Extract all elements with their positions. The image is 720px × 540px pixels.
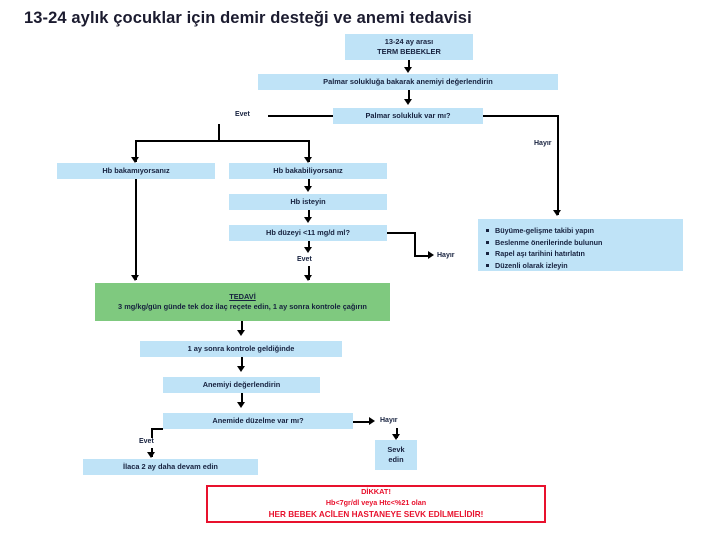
edge-pallor-yes-arrow-left bbox=[131, 157, 139, 163]
edge-improve-no-v bbox=[396, 428, 398, 438]
edge-assess-pallorq-arrow bbox=[404, 99, 412, 105]
node-advice-followup: Büyüme-gelişme takibi yapın Beslenme öne… bbox=[478, 219, 683, 271]
edge-hbavail-order-arrow bbox=[304, 186, 312, 192]
edge-improve-no-arrow2 bbox=[392, 434, 400, 440]
advice-bullet-monitor: Düzenli olarak izleyin bbox=[486, 260, 675, 272]
edge-order-hblevel-arrow bbox=[304, 217, 312, 223]
edge-treatment-followup-line bbox=[241, 321, 243, 333]
node-pallor-question: Palmar solukluk var mı? bbox=[333, 108, 483, 124]
edge-hb-yes-v2 bbox=[308, 266, 310, 280]
page-title: 13-24 aylık çocuklar için demir desteği … bbox=[24, 9, 472, 27]
warning-heading: DİKKAT! bbox=[361, 487, 391, 497]
edge-hbavail-order-line bbox=[308, 179, 310, 189]
edge-improve-yes-h bbox=[151, 428, 163, 430]
edge-hb-yes-arrow2 bbox=[304, 275, 312, 281]
edge-pallor-yes-v-left bbox=[135, 140, 137, 162]
edge-start-assess-arrow bbox=[404, 67, 412, 73]
node-improvement-question: Anemide düzelme var mı? bbox=[163, 413, 353, 429]
node-followup-visit: 1 ay sonra kontrole geldiğinde bbox=[140, 341, 342, 357]
edge-hb-yes-v1 bbox=[308, 241, 310, 250]
edge-pallor-no-v bbox=[557, 115, 559, 215]
edge-pallor-no-arrow bbox=[553, 210, 561, 216]
edge-pallor-yes-v-right bbox=[308, 140, 310, 162]
advice-bullet-nutrition: Beslenme önerilerinde bulunun bbox=[486, 237, 675, 249]
node-reassess-anemia: Anemiyi değerlendirin bbox=[163, 377, 320, 393]
node-refer: Sevk edin bbox=[375, 440, 417, 470]
edge-label-improve-no: Hayır bbox=[380, 417, 398, 424]
node-hb-level-question: Hb düzeyi <11 mg/d ml? bbox=[229, 225, 387, 241]
edge-pallor-yes-arrow-right bbox=[304, 157, 312, 163]
edge-start-assess-line bbox=[408, 60, 410, 70]
edge-followup-reassess-arrow bbox=[237, 366, 245, 372]
node-start-line2: TERM BEBEKLER bbox=[377, 47, 441, 56]
edge-improve-yes-v1 bbox=[151, 428, 153, 438]
edge-pallor-yes-v-stub bbox=[218, 124, 220, 140]
node-hb-available: Hb bakabiliyorsanız bbox=[229, 163, 387, 179]
advice-bullet-vaccine: Rapel aşı tarihini hatırlatın bbox=[486, 248, 675, 260]
edge-assess-pallorq-line bbox=[408, 90, 410, 102]
advice-bullet-list: Büyüme-gelişme takibi yapın Beslenme öne… bbox=[484, 225, 675, 272]
node-refer-line2: edin bbox=[388, 455, 404, 464]
edge-treatment-followup-arrow bbox=[237, 330, 245, 336]
edge-label-hb-yes: Evet bbox=[297, 256, 312, 263]
edge-followup-reassess-line bbox=[241, 357, 243, 369]
edge-label-pallor-no: Hayır bbox=[534, 140, 552, 147]
node-order-hb: Hb isteyin bbox=[229, 194, 387, 210]
node-assess-pallor: Palmar solukluğa bakarak anemiyi değerle… bbox=[258, 74, 558, 90]
edge-hb-no-h2 bbox=[414, 255, 430, 257]
edge-hbunavail-treatment-line bbox=[135, 179, 137, 280]
treatment-heading: TEDAVİ bbox=[229, 292, 256, 302]
node-refer-line1: Sevk bbox=[387, 445, 405, 455]
edge-reassess-improve-arrow bbox=[237, 402, 245, 408]
edge-hb-yes-arrow1 bbox=[304, 247, 312, 253]
edge-hb-no-h1 bbox=[387, 232, 415, 234]
node-continue-treatment: İlaca 2 ay daha devam edin bbox=[83, 459, 258, 475]
edge-pallor-yes-h1 bbox=[268, 115, 333, 117]
warning-action: HER BEBEK ACİLEN HASTANEYE SEVK EDİLMELİ… bbox=[268, 509, 484, 519]
node-treatment: TEDAVİ 3 mg/kg/gün günde tek doz ilaç re… bbox=[95, 283, 390, 321]
edge-hb-no-arrow bbox=[428, 251, 434, 259]
edge-label-improve-yes: Evet bbox=[139, 438, 154, 445]
warning-criteria: Hb<7gr/dl veya Htc<%21 olan bbox=[325, 498, 427, 508]
edge-pallor-no-h bbox=[483, 115, 558, 117]
edge-label-hb-no: Hayır bbox=[437, 252, 455, 259]
node-hb-unavailable: Hb bakamıyorsanız bbox=[57, 163, 215, 179]
edge-pallor-yes-h2 bbox=[135, 140, 310, 142]
edge-improve-yes-arrow bbox=[147, 452, 155, 458]
warning-box: DİKKAT! Hb<7gr/dl veya Htc<%21 olan HER … bbox=[206, 485, 546, 523]
edge-order-hblevel-line bbox=[308, 210, 310, 220]
edge-improve-no-arrow bbox=[369, 417, 375, 425]
treatment-body: 3 mg/kg/gün günde tek doz ilaç reçete ed… bbox=[118, 302, 367, 311]
edge-hbunavail-treatment-arrow bbox=[131, 275, 139, 281]
advice-bullet-growth: Büyüme-gelişme takibi yapın bbox=[486, 225, 675, 237]
edge-hb-no-v bbox=[414, 232, 416, 256]
node-start: 13-24 ay arası TERM BEBEKLER bbox=[345, 34, 473, 60]
edge-reassess-improve-line bbox=[241, 393, 243, 405]
node-start-line1: 13-24 ay arası bbox=[384, 37, 434, 47]
edge-label-pallor-yes: Evet bbox=[235, 111, 250, 118]
edge-improve-no-h bbox=[353, 421, 371, 423]
